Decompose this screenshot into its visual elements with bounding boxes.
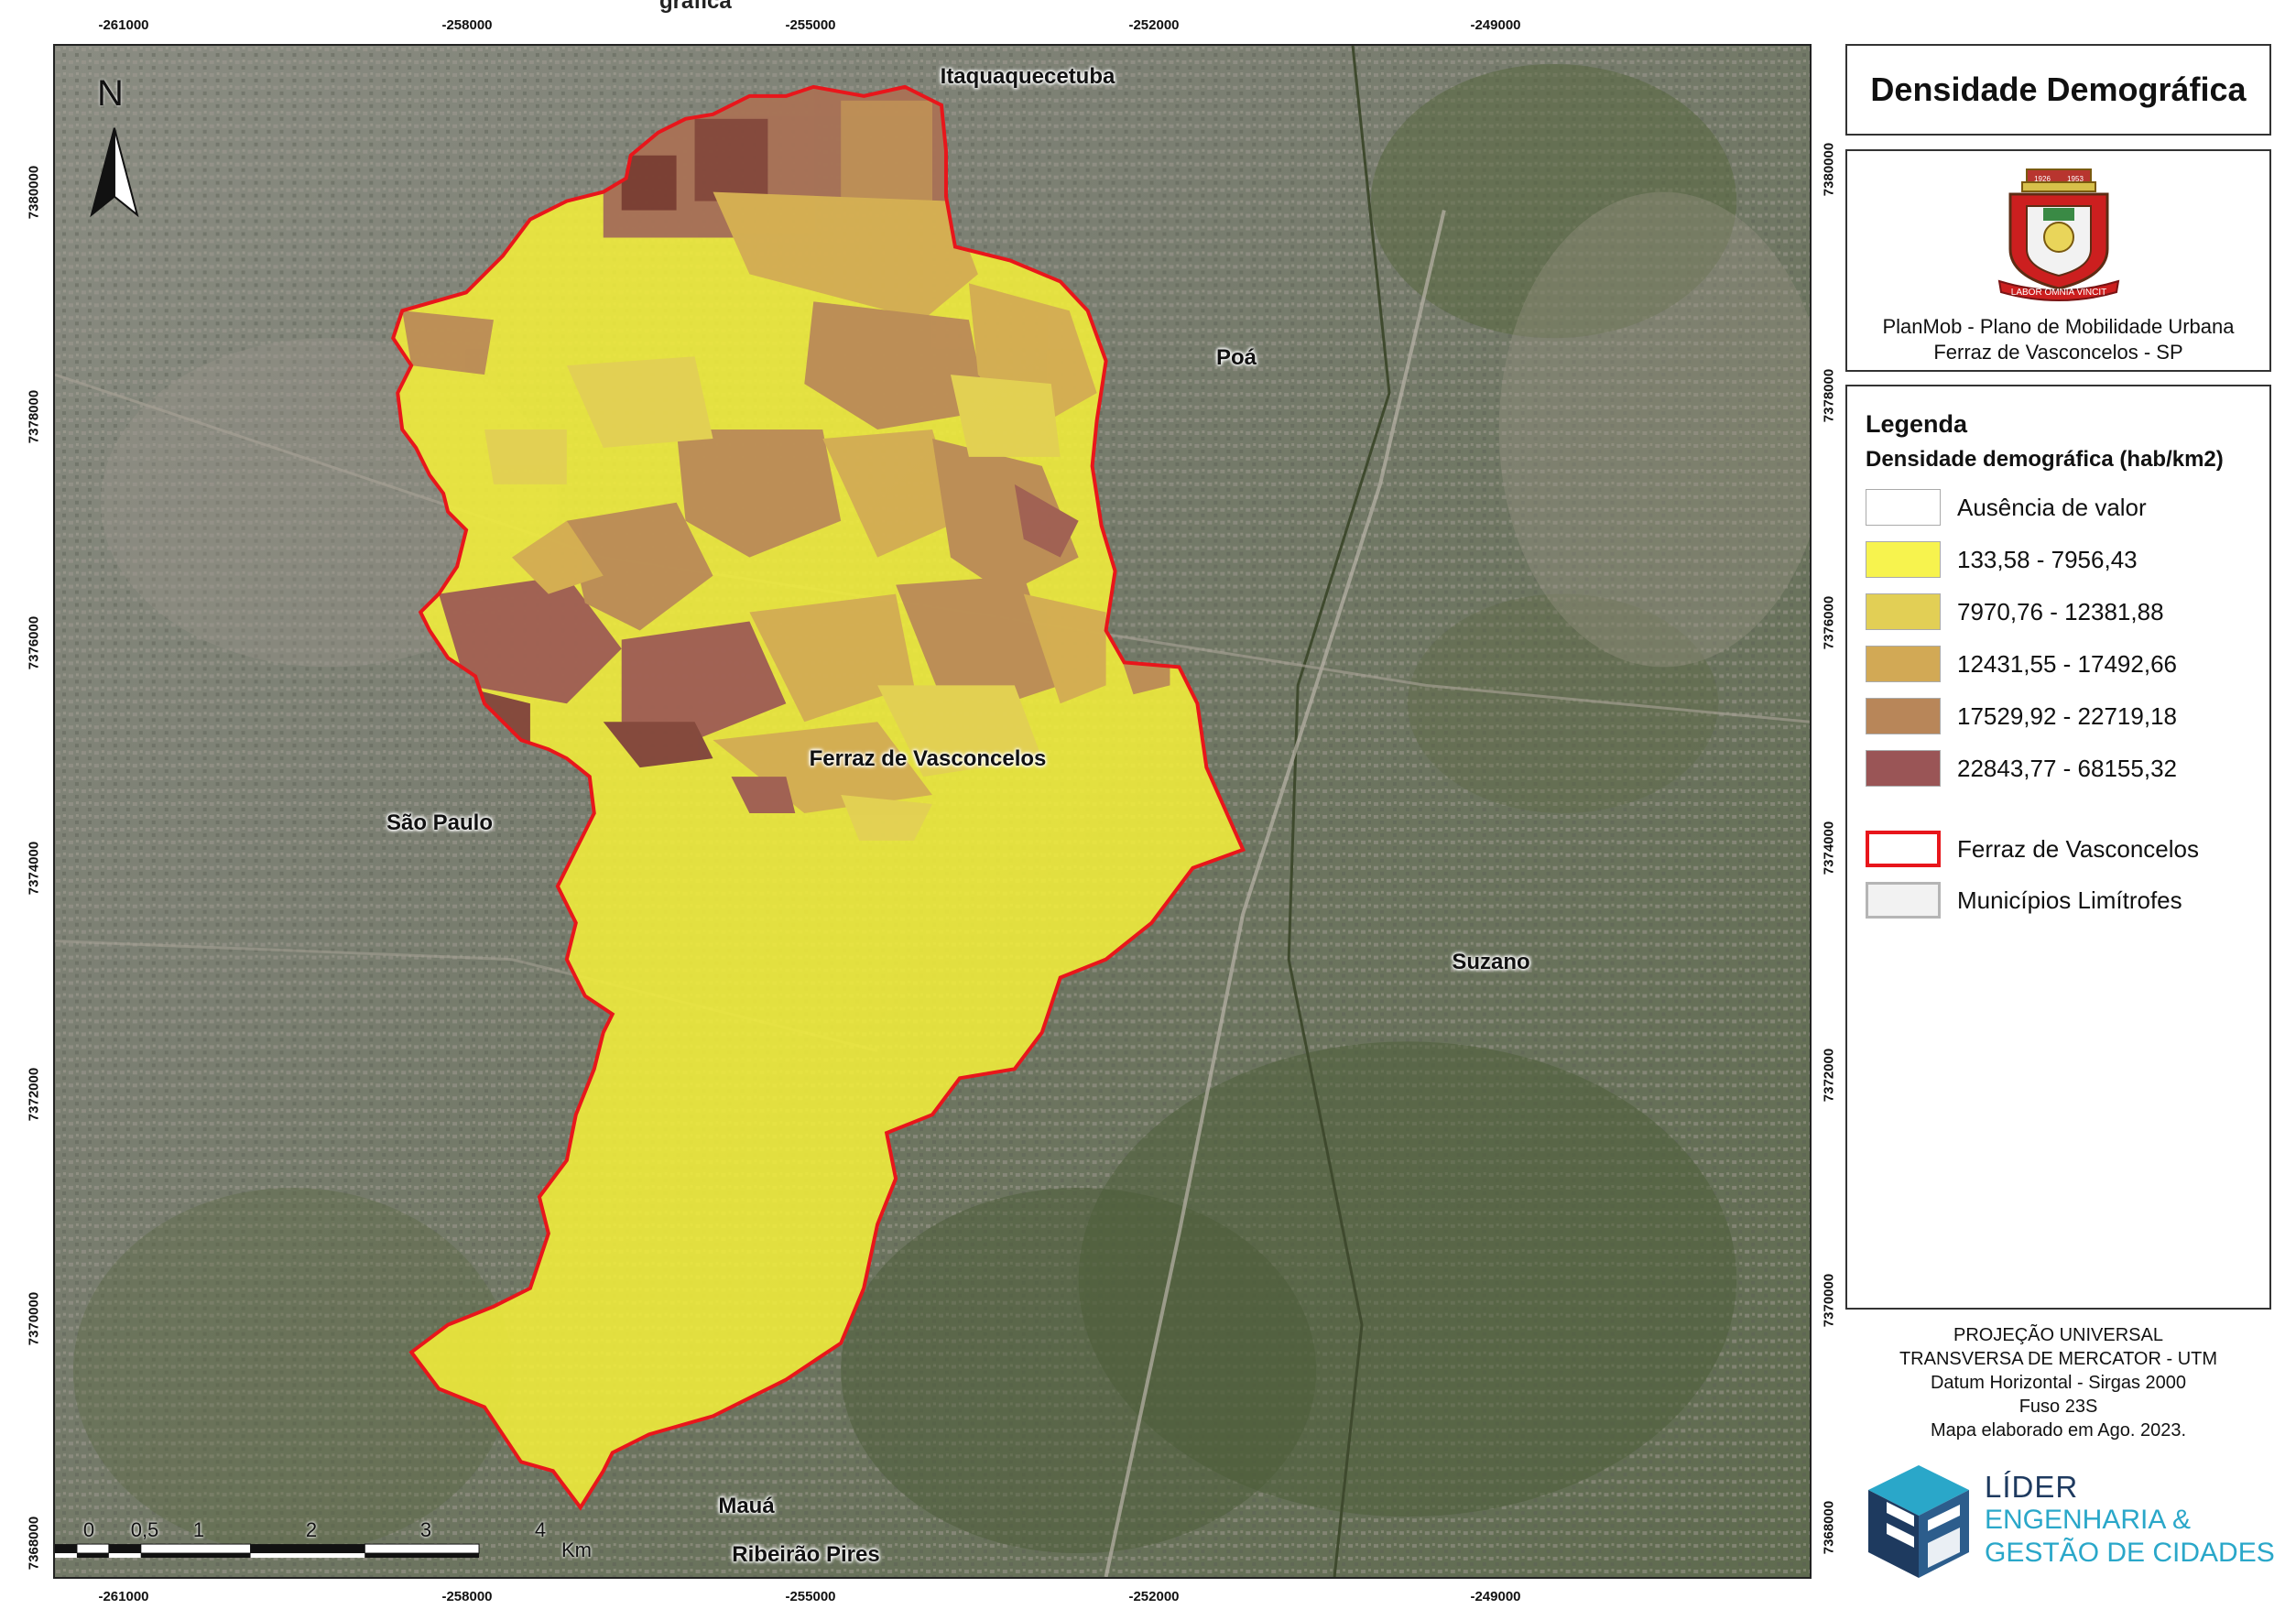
- legend-item: 22843,77 - 68155,32: [1866, 750, 2177, 787]
- x-tick-bottom: -258000: [441, 1589, 493, 1604]
- legend-item: 12431,55 - 17492,66: [1866, 646, 2177, 682]
- map-canvas[interactable]: N Itaquaquecetuba Poá Ferraz de Vasconce…: [53, 44, 1812, 1579]
- scale-label: 0: [82, 1518, 95, 1541]
- legend-swatch: [1866, 593, 1941, 630]
- svg-text:LABOR OMNIA VINCIT: LABOR OMNIA VINCIT: [2010, 288, 2106, 298]
- scale-unit: Km: [561, 1538, 592, 1561]
- projection-line: TRANSVERSA DE MERCATOR - UTM: [1899, 1349, 2218, 1369]
- lider-cube-icon: [1868, 1465, 1969, 1578]
- legend-item-neighbors: Municípios Limítrofes: [1866, 882, 2182, 919]
- legend-swatch: [1866, 489, 1941, 526]
- y-tick-left: 7380000: [26, 165, 42, 220]
- legend-label: Ausência de valor: [1957, 493, 2147, 521]
- legend-subtitle: Densidade demográfica (hab/km2): [1866, 447, 2224, 472]
- y-tick-left: 7368000: [26, 1516, 42, 1571]
- company-logo: LÍDER ENGENHARIA & GESTÃO DE CIDADES: [1859, 1461, 2275, 1589]
- legend-label: 17529,92 - 22719,18: [1957, 701, 2177, 730]
- north-arrow: [90, 127, 139, 218]
- scale-bar: [55, 1543, 480, 1559]
- legend-swatch: [1866, 750, 1941, 787]
- x-tick-bottom: -249000: [1470, 1589, 1521, 1604]
- legend-label: 7970,76 - 12381,88: [1957, 597, 2164, 625]
- header-fragment: gráfica: [659, 0, 732, 14]
- legend-item: Ausência de valor: [1866, 489, 2147, 526]
- scale-label: 3: [419, 1518, 432, 1541]
- projection-line: PROJEÇÃO UNIVERSAL: [1953, 1325, 2163, 1345]
- place-label-suzano: Suzano: [1452, 950, 1530, 974]
- legend-title: Legenda: [1866, 410, 1968, 438]
- legend-label: 12431,55 - 17492,66: [1957, 649, 2177, 678]
- x-tick-bottom: -252000: [1128, 1589, 1180, 1604]
- legend-swatch: [1866, 698, 1941, 734]
- planmob-line2: Ferraz de Vasconcelos - SP: [1933, 341, 2183, 364]
- company-name-line3: GESTÃO DE CIDADES: [1985, 1538, 2275, 1568]
- legend-item: 7970,76 - 12381,88: [1866, 593, 2164, 630]
- x-tick-bottom: -255000: [785, 1589, 836, 1604]
- x-tick-bottom: -261000: [98, 1589, 149, 1604]
- legend: Legenda Densidade demográfica (hab/km2) …: [1845, 385, 2271, 1310]
- legend-label: 22843,77 - 68155,32: [1957, 754, 2177, 782]
- y-tick-left: 7372000: [26, 1067, 42, 1122]
- svg-text:1926: 1926: [2034, 175, 2051, 183]
- projection-line: Datum Horizontal - Sirgas 2000: [1930, 1373, 2186, 1393]
- company-name-line1: LÍDER: [1985, 1470, 2079, 1504]
- place-label-poa: Poá: [1215, 345, 1257, 370]
- x-tick-top: -252000: [1128, 17, 1180, 33]
- city-crest-icon: LABOR OMNIA VINCIT 1926 1953: [1997, 169, 2119, 301]
- legend-item: 133,58 - 7956,43: [1866, 541, 2138, 578]
- place-label-maua: Mauá: [718, 1494, 775, 1518]
- map-title: Densidade Demográfica: [1845, 44, 2271, 136]
- x-tick-top: -255000: [785, 17, 836, 33]
- legend-label: 133,58 - 7956,43: [1957, 545, 2138, 573]
- legend-swatch-neighbors: [1866, 882, 1941, 919]
- y-tick-left: 7376000: [26, 615, 42, 670]
- y-tick-right: 7378000: [1821, 368, 1837, 423]
- place-label-itaquaquecetuba: Itaquaquecetuba: [940, 64, 1115, 89]
- y-tick-left: 7370000: [26, 1291, 42, 1346]
- y-tick-right: 7368000: [1821, 1500, 1837, 1555]
- y-tick-left: 7378000: [26, 389, 42, 444]
- legend-item: 17529,92 - 22719,18: [1866, 698, 2177, 734]
- x-tick-top: -249000: [1470, 17, 1521, 33]
- projection-info: PROJEÇÃO UNIVERSAL TRANSVERSA DE MERCATO…: [1845, 1323, 2271, 1442]
- y-tick-right: 7372000: [1821, 1048, 1837, 1103]
- legend-swatch: [1866, 541, 1941, 578]
- y-tick-right: 7370000: [1821, 1273, 1837, 1328]
- place-label-ferraz: Ferraz de Vasconcelos: [809, 746, 1047, 771]
- projection-line: Mapa elaborado em Ago. 2023.: [1930, 1420, 2187, 1441]
- y-tick-right: 7380000: [1821, 142, 1837, 197]
- y-tick-right: 7374000: [1821, 821, 1837, 875]
- place-label-sao-paulo: São Paulo: [386, 810, 494, 835]
- legend-label: Ferraz de Vasconcelos: [1957, 834, 2199, 863]
- satellite-basemap: [55, 46, 1810, 1577]
- y-tick-left: 7374000: [26, 841, 42, 896]
- y-tick-right: 7376000: [1821, 595, 1837, 650]
- legend-swatch-boundary: [1866, 831, 1941, 867]
- scale-label: 1: [192, 1518, 205, 1541]
- legend-label: Municípios Limítrofes: [1957, 886, 2182, 914]
- scale-label: 2: [305, 1518, 318, 1541]
- legend-item-boundary: Ferraz de Vasconcelos: [1866, 831, 2199, 867]
- company-name-line2: ENGENHARIA &: [1985, 1505, 2192, 1535]
- scale-label: 4: [534, 1518, 547, 1541]
- place-label-ribeirao-pires: Ribeirão Pires: [732, 1542, 880, 1567]
- projection-line: Fuso 23S: [2019, 1397, 2098, 1417]
- legend-swatch: [1866, 646, 1941, 682]
- north-label: N: [97, 73, 124, 114]
- x-tick-top: -261000: [98, 17, 149, 33]
- svg-text:1953: 1953: [2067, 175, 2084, 183]
- scale-label: 0,5: [130, 1518, 159, 1541]
- logo-panel: LABOR OMNIA VINCIT 1926 1953 PlanMob - P…: [1845, 149, 2271, 372]
- planmob-line1: PlanMob - Plano de Mobilidade Urbana: [1882, 315, 2235, 338]
- x-tick-top: -258000: [441, 17, 493, 33]
